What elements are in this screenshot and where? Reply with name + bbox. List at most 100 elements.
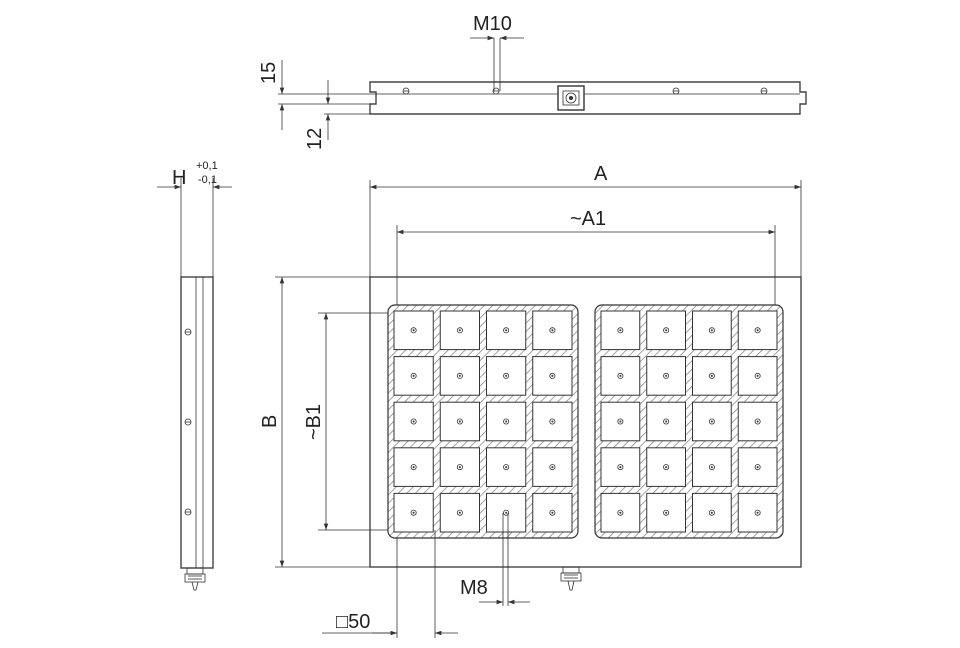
plan-view: A ~A1 B ~B1 M8 (259, 163, 802, 638)
screw-marks (402, 87, 768, 95)
cell-hole-center (756, 511, 759, 514)
cell-hole (663, 509, 670, 516)
cell-hole-center (505, 420, 508, 423)
h-label: H (172, 167, 186, 189)
cell-hole (503, 418, 510, 425)
cell-hole-center (710, 374, 713, 377)
cell-hole (410, 327, 417, 334)
cell-hole-center (665, 420, 668, 423)
cell-hole-center (665, 374, 668, 377)
cell-hole-center (505, 329, 508, 332)
cell-hole (708, 418, 715, 425)
cell-hole-center (458, 374, 461, 377)
square-50-label: □50 (336, 611, 370, 633)
cell-hole (549, 327, 556, 334)
cell-hole-center (756, 466, 759, 469)
dim-15-label: 15 (258, 62, 280, 84)
suction-cell (486, 401, 527, 442)
right-grid-plate (594, 304, 784, 539)
cell-hole-center (551, 374, 554, 377)
cell-hole-center (458, 420, 461, 423)
cell-hole-center (412, 374, 415, 377)
cell-hole-center (619, 420, 622, 423)
suction-cell (600, 356, 641, 396)
cell-hole-center (710, 329, 713, 332)
left-side-view: H +0,1 -0,1 (157, 160, 232, 591)
suction-cell (600, 401, 641, 442)
cell-hole-center (412, 466, 415, 469)
cell-hole (410, 509, 417, 516)
cell-hole-center (619, 511, 622, 514)
hatched-frame (387, 304, 579, 539)
dim-b-label: B (259, 415, 281, 428)
cell-hole (754, 372, 761, 379)
cell-hole (663, 327, 670, 334)
cell-hole-center (665, 511, 668, 514)
cell-hole-center (505, 374, 508, 377)
cell-hole (503, 372, 510, 379)
cell-hole-center (412, 511, 415, 514)
cell-hole (503, 509, 510, 516)
cell-hole-center (551, 511, 554, 514)
h-tol-plus: +0,1 (196, 160, 218, 172)
cell-hole (503, 327, 510, 334)
cell-hole-center (412, 420, 415, 423)
cell-hole-center (458, 466, 461, 469)
cell-hole-center (665, 466, 668, 469)
valve-fitting (557, 85, 585, 111)
dim-a-label: A (594, 163, 608, 185)
cell-hole-center (756, 329, 759, 332)
cell-hole-center (710, 511, 713, 514)
cell-hole (708, 372, 715, 379)
cell-hole (456, 509, 463, 516)
cell-hole-center (458, 511, 461, 514)
cell-hole (456, 327, 463, 334)
left-grid-plate (387, 304, 579, 539)
side-fitting (184, 567, 206, 591)
m8-label: M8 (460, 577, 488, 599)
cell-hole (617, 418, 624, 425)
dim-12-label: 12 (304, 128, 326, 150)
h-tol-minus: -0,1 (198, 174, 217, 186)
dim-b1-label: ~B1 (303, 404, 325, 440)
cell-hole-center (665, 329, 668, 332)
cell-hole-center (710, 466, 713, 469)
cell-hole (617, 372, 624, 379)
cell-hole (456, 372, 463, 379)
top-side-view: M10 15 12 (258, 13, 807, 150)
cell-hole-center (551, 466, 554, 469)
cell-hole (549, 418, 556, 425)
cell-hole-center (505, 511, 508, 514)
cell-hole-center (458, 329, 461, 332)
cell-hole (549, 372, 556, 379)
cell-hole (708, 464, 715, 471)
cell-hole (410, 372, 417, 379)
plan-fitting (560, 566, 582, 591)
cell-hole-center (710, 420, 713, 423)
cell-hole-center (756, 420, 759, 423)
cell-hole (503, 464, 510, 471)
cell-hole-center (412, 329, 415, 332)
dim-a1-label: ~A1 (570, 208, 606, 230)
cell-hole (754, 327, 761, 334)
cell-hole (754, 464, 761, 471)
cell-hole-center (619, 374, 622, 377)
hatched-frame (594, 304, 784, 539)
cell-hole (549, 509, 556, 516)
cell-hole-center (551, 329, 554, 332)
cell-hole (410, 418, 417, 425)
cell-hole-center (505, 466, 508, 469)
suction-cell (692, 310, 732, 351)
suction-cell (393, 492, 434, 533)
cell-hole-center (551, 420, 554, 423)
suction-cell (692, 356, 732, 396)
cell-hole (456, 464, 463, 471)
cell-hole (663, 372, 670, 379)
cell-hole-center (756, 374, 759, 377)
suction-cell (600, 447, 641, 487)
cell-hole (617, 327, 624, 334)
cell-hole (549, 464, 556, 471)
cell-hole (617, 464, 624, 471)
cell-hole (708, 327, 715, 334)
